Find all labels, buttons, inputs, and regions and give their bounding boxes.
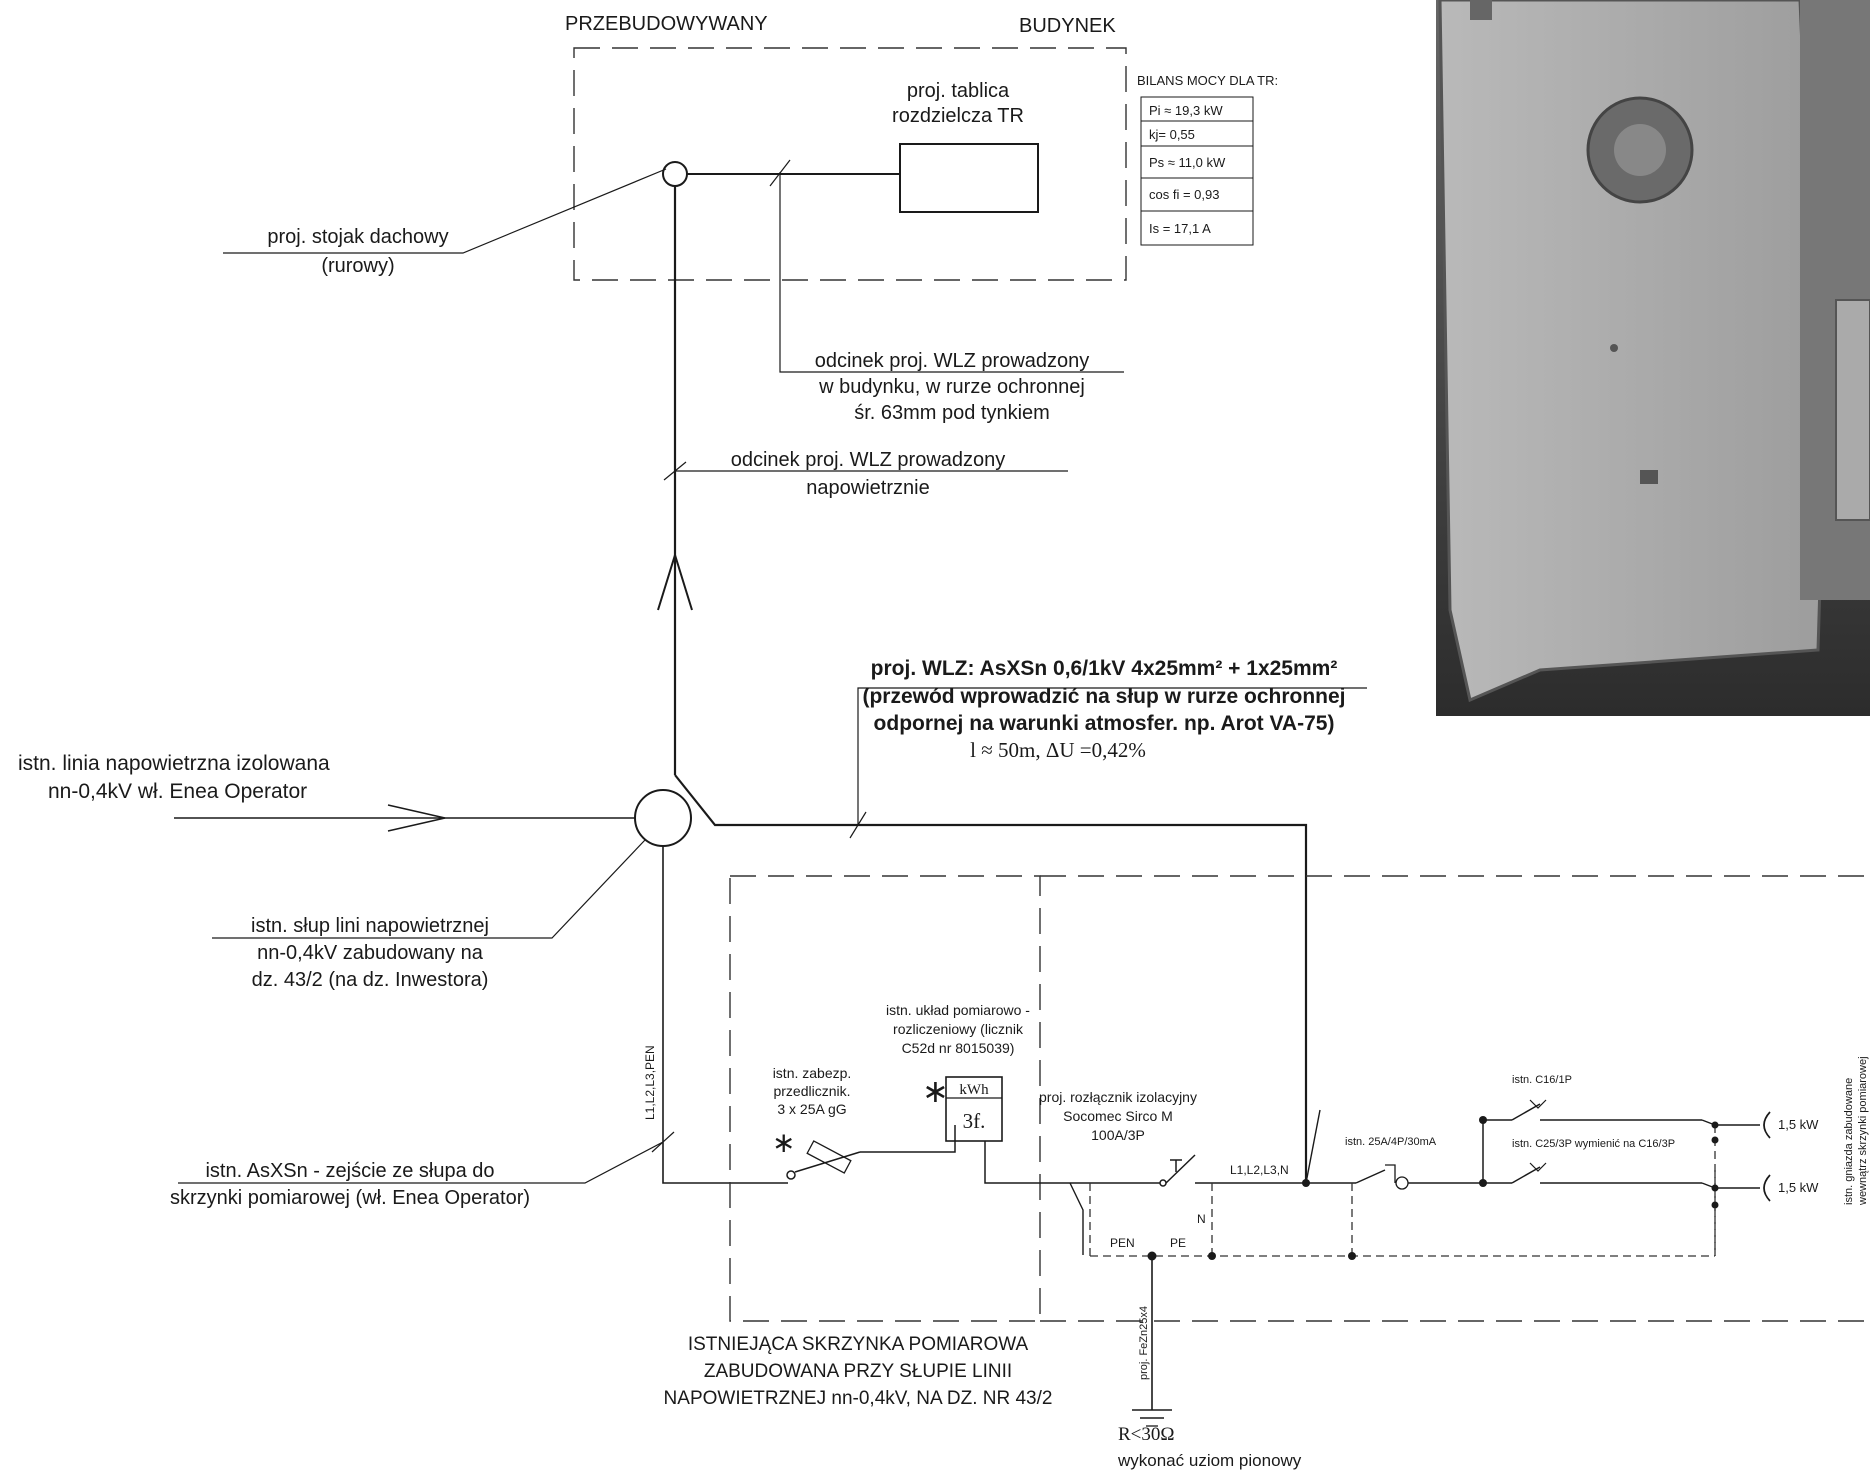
switch-label-3: 100A/3P xyxy=(1091,1127,1145,1143)
c16-label: istn. C16/1P xyxy=(1512,1074,1572,1086)
pole-label-3: dz. 43/2 (na dz. Inwestora) xyxy=(252,969,489,991)
socket-2-power: 1,5 kW xyxy=(1778,1180,1819,1195)
overhead-line-label-2: nn-0,4kV wł. Enea Operator xyxy=(48,780,307,803)
pole-label-2: nn-0,4kV zabudowany na xyxy=(257,942,484,964)
breaker-c25-symbol xyxy=(1511,1166,1541,1184)
fuse-label-2: przedlicznik. xyxy=(773,1083,850,1099)
resistance-label: R<30Ω xyxy=(1118,1424,1175,1445)
wlz-aerial-label-1: odcinek proj. WLZ prowadzony xyxy=(731,449,1006,471)
sockets-label-1: istn. gniazda zabudowane xyxy=(1843,1078,1855,1205)
meter-label-1: istn. układ pomiarowo - xyxy=(886,1002,1030,1018)
fuse-label-3: 3 x 25A gG xyxy=(777,1101,846,1117)
ground-wire-label: proj. FeZn25x4 xyxy=(1138,1306,1150,1380)
l123n-label: L1,L2,L3,N xyxy=(1230,1163,1289,1177)
wlz-indoor-label-3: śr. 63mm pod tynkiem xyxy=(854,402,1050,424)
power-balance-table: Pi ≈ 19,3 kW kj= 0,55 Ps ≈ 11,0 kW cos f… xyxy=(1140,96,1254,246)
roof-stand-symbol xyxy=(662,161,688,187)
meter-kwh: kWh xyxy=(959,1082,989,1098)
l123pen-label: L1,L2,L3,PEN xyxy=(643,1045,657,1120)
roof-stand-label-2: (rurowy) xyxy=(321,255,394,277)
power-balance-row: Pi ≈ 19,3 kW xyxy=(1149,103,1223,118)
wlz-spec-line-1: proj. WLZ: AsXSn 0,6/1kV 4x25mm² + 1x25m… xyxy=(871,657,1338,680)
power-balance-row: Is = 17,1 A xyxy=(1149,221,1211,236)
power-balance-row: cos fi = 0,93 xyxy=(1149,187,1219,202)
box-caption-1: ISTNIEJĄCA SKRZYNKA POMIAROWA xyxy=(688,1334,1029,1355)
fuse-label-1: istn. zabezp. xyxy=(773,1065,852,1081)
drop-label-1: istn. AsXSn - zejście ze słupa do xyxy=(205,1160,494,1182)
overhead-line-label-1: istn. linia napowietrzna izolowana xyxy=(18,752,330,775)
box-caption-2: ZABUDOWANA PRZY SŁUPIE LINII xyxy=(704,1361,1012,1382)
board-label-line1: proj. tablica xyxy=(907,80,1010,102)
ground-icon xyxy=(1132,1409,1172,1427)
pole-label-1: istn. słup lini napowietrznej xyxy=(251,915,489,937)
distribution-board-tr xyxy=(899,143,1039,213)
rcd-symbol xyxy=(1355,1164,1409,1190)
pe-label: PE xyxy=(1170,1236,1186,1250)
switch-label-1: proj. rozłącznik izolacyjny xyxy=(1039,1089,1197,1105)
meter-box-photo xyxy=(1436,0,1870,716)
box-caption-3: NAPOWIETRZNEJ nn-0,4kV, NA DZ. NR 43/2 xyxy=(664,1388,1053,1409)
power-balance-row: kj= 0,55 xyxy=(1149,127,1195,142)
meter-label-3: C52d nr 8015039) xyxy=(902,1040,1015,1056)
pen-label: PEN xyxy=(1110,1236,1135,1250)
socket-icon xyxy=(1763,1174,1771,1202)
socket-icon xyxy=(1763,1111,1771,1139)
n-label: N xyxy=(1197,1212,1206,1226)
c25-label: istn. C25/3P wymienić na C16/3P xyxy=(1512,1138,1675,1150)
wlz-spec-line-4: l ≈ 50m, ΔU =0,42% xyxy=(970,738,1146,762)
meter-box-outline xyxy=(729,875,1041,1322)
meter-3f: 3f. xyxy=(963,1109,986,1133)
pole-symbol xyxy=(634,789,692,847)
ground-note: wykonać uziom pionowy xyxy=(1117,1451,1302,1470)
breaker-c16-symbol xyxy=(1511,1103,1541,1121)
switch-label-2: Socomec Sirco M xyxy=(1063,1108,1173,1124)
meter-label-2: rozliczeniowy (licznik xyxy=(893,1021,1024,1037)
building-label-right: BUDYNEK xyxy=(1019,15,1116,37)
wlz-indoor-label-2: w budynku, w rurze ochronnej xyxy=(818,376,1085,398)
fuse-symbol: ∗ xyxy=(772,1127,861,1180)
sockets-label-2: wewnątrz skrzynki pomiarowej xyxy=(1857,1056,1869,1206)
drop-label-2: skrzynki pomiarowej (wł. Enea Operator) xyxy=(170,1187,530,1209)
wlz-main-line xyxy=(674,774,1308,1183)
socket-1-power: 1,5 kW xyxy=(1778,1117,1819,1132)
wlz-indoor-label-1: odcinek proj. WLZ prowadzony xyxy=(815,350,1090,372)
roof-stand-label-1: proj. stojak dachowy xyxy=(267,226,448,248)
board-label-line2: rozdzielcza TR xyxy=(892,105,1024,127)
wlz-spec-line-2: (przewód wprowadzić na słup w rurze ochr… xyxy=(862,685,1345,708)
meter-star-icon: ∗ xyxy=(922,1073,949,1109)
rcd-label: istn. 25A/4P/30mA xyxy=(1345,1136,1437,1148)
wlz-spec-line-3: odpornej na warunki atmosfer. np. Arot V… xyxy=(874,712,1335,735)
wlz-aerial-label-2: napowietrznie xyxy=(806,477,929,499)
building-outline xyxy=(573,47,1127,281)
power-balance-title: BILANS MOCY DLA TR: xyxy=(1137,73,1278,88)
drop-cable xyxy=(662,846,788,1184)
building-label-left: PRZEBUDOWYWANY xyxy=(565,13,768,35)
power-balance-row: Ps ≈ 11,0 kW xyxy=(1149,155,1226,170)
fuse-star-icon: ∗ xyxy=(772,1127,795,1158)
energy-meter xyxy=(945,1076,1003,1142)
isolating-switch-symbol xyxy=(1159,1154,1196,1187)
